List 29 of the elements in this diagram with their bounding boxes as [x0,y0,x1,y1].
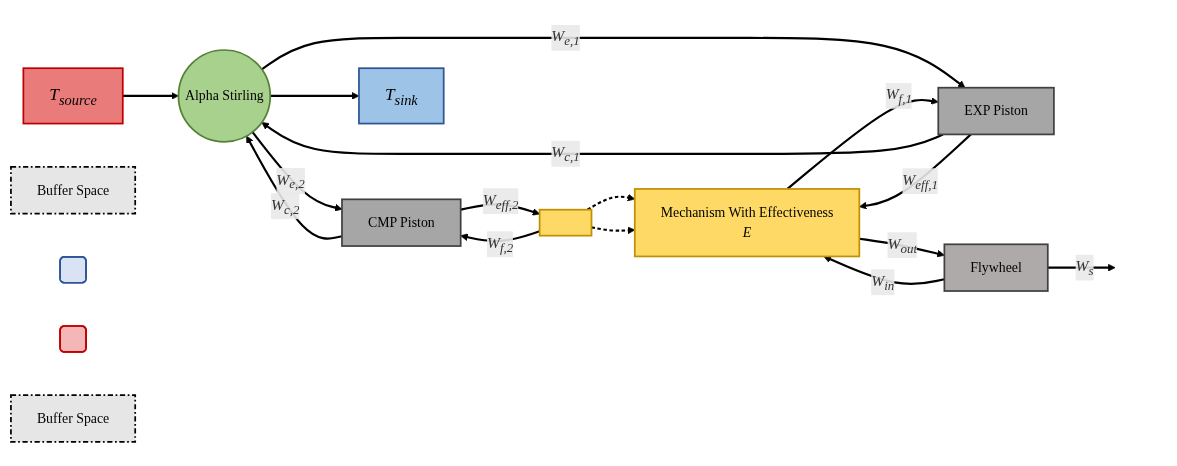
edge-label: W$_{eff,1}$ [901,170,938,191]
node-box: Mechanism With Effectiveness E [633,187,860,257]
arrow [260,121,943,155]
arrow [122,91,179,100]
node-box: CMP Piston [340,198,462,247]
arrow [858,133,972,209]
node-box: Flywheel [943,243,1049,292]
edge-label: W$_{f,2}$ [486,233,513,254]
edge-label: W$_{e,1}$ [550,27,580,48]
node-box: EXP Piston [936,86,1055,135]
arrow [586,193,635,211]
arrow [251,131,342,211]
node-bar [538,208,592,237]
edge-label: W$_{in}$ [870,271,894,292]
edge-label: W$_{s}$ [1075,256,1094,278]
node-box: Buffer Space [9,165,136,214]
node-box: Buffer Space [9,393,136,443]
edge-label: W$_{c,1}$ [550,143,580,164]
edge-label: W$_{out}$ [886,234,917,255]
edge-label: W$_{c,2}$ [270,195,299,216]
edge-label: W$_{eff,2}$ [482,190,519,211]
node-box: T$_{source}$ [22,66,124,124]
node-box: T$_{sink}$ [357,66,445,124]
edge-label: W$_{f,1}$ [885,85,912,106]
edge-label: W$_{e,2}$ [275,170,305,191]
arrow [269,91,359,100]
node-circle: Alpha Stirling [177,48,271,143]
arrow [245,135,342,240]
arrow [260,36,965,88]
